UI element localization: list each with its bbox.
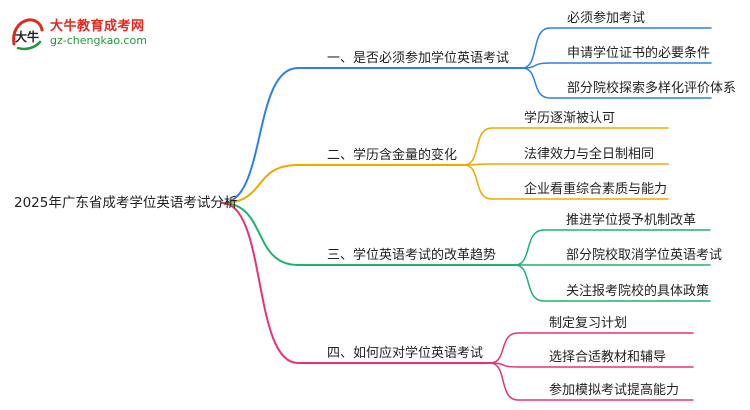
branch-2-child-3-connector <box>463 164 669 200</box>
branch-3-child-2: 部分院校取消学位英语考试 <box>566 248 723 263</box>
branch-2-child-1: 学历逐渐被认可 <box>524 111 616 126</box>
branch-2-child-2-connector <box>463 163 669 166</box>
branch-4-child-2: 选择合适教材和辅导 <box>549 350 667 365</box>
branch-4-child-1-connector <box>489 332 694 364</box>
logo-mark-icon: 大牛 <box>12 18 44 51</box>
branch-3-connector <box>221 202 516 266</box>
logo-url: gz-chengkao.com <box>50 34 147 47</box>
root-node: 2025年广东省成考学位英语考试分析 <box>14 195 238 211</box>
branch-4-label: 四、如何应对学位英语考试 <box>327 346 484 361</box>
branch-2-child-1-connector <box>463 127 669 166</box>
branch-1-child-3: 部分院校探索多样化评价体系 <box>567 81 737 96</box>
branch-3-label: 三、学位英语考试的改革趋势 <box>327 248 497 263</box>
branch-2-child-2: 法律效力与全日制相同 <box>524 147 655 162</box>
branch-1-label: 一、是否必须参加学位英语考试 <box>327 51 510 66</box>
branch-1-child-3-connector <box>521 67 712 99</box>
site-logo[interactable]: 大牛 大牛教育成考网 gz-chengkao.com <box>8 14 208 54</box>
branch-4-child-1: 制定复习计划 <box>549 316 628 331</box>
logo-site-name: 大牛教育成考网 <box>50 19 145 34</box>
branch-4-child-3-connector <box>489 362 694 401</box>
branch-2-connector <box>221 164 465 204</box>
branch-2-label: 二、学历含金量的变化 <box>327 148 458 163</box>
branch-1-child-2: 申请学位证书的必要条件 <box>567 46 711 61</box>
branch-1-child-1-connector <box>521 27 712 69</box>
logo-mark-text: 大牛 <box>15 29 39 44</box>
branch-1-child-2-connector <box>521 62 712 69</box>
branch-3-child-3: 关注报考院校的具体政策 <box>566 284 710 299</box>
branch-4-child-3: 参加模拟考试提高能力 <box>549 383 680 398</box>
branch-1-child-1: 必须参加考试 <box>567 11 646 26</box>
branch-2-child-3: 企业看重综合素质与能力 <box>524 182 668 197</box>
branch-3-child-3-connector <box>514 264 711 302</box>
branch-4-child-2-connector <box>489 362 694 368</box>
branch-3-child-1: 推进学位授予机制改革 <box>566 213 697 228</box>
branch-3-child-1-connector <box>514 229 711 266</box>
branch-1-connector <box>221 67 523 204</box>
branch-4-connector <box>221 202 491 364</box>
